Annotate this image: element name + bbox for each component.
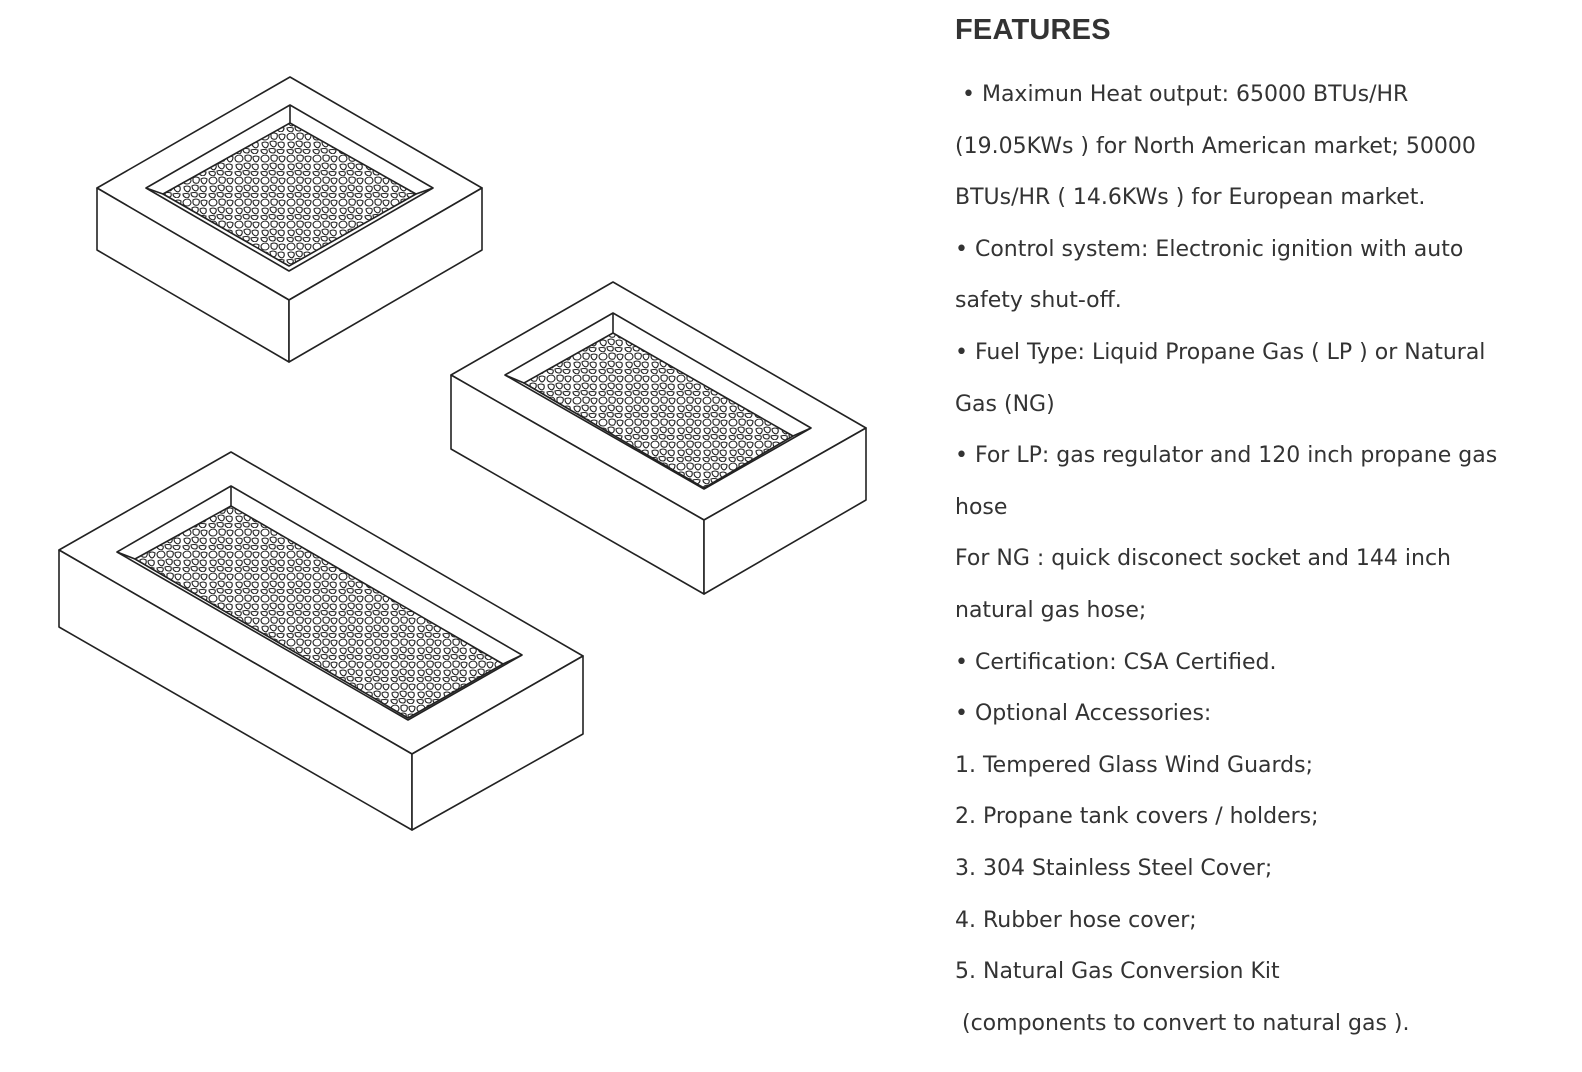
feature-line: (19.05KWs ) for North American market; 5…	[955, 133, 1476, 159]
feature-line: (components to convert to natural gas ).	[955, 1010, 1410, 1036]
feature-line: Gas (NG)	[955, 391, 1055, 417]
feature-line: • Control system: Electronic ignition wi…	[955, 236, 1464, 262]
feature-line: 3. 304 Stainless Steel Cover;	[955, 855, 1273, 881]
feature-line: 2. Propane tank covers / holders;	[955, 804, 1319, 830]
features-title: FEATURES	[955, 14, 1111, 46]
feature-line: • Maximun Heat output: 65000 BTUs/HR	[955, 82, 1409, 107]
feature-line: • Certification: CSA Certified.	[955, 649, 1277, 675]
feature-line: • For LP: gas regulator and 120 inch pro…	[955, 443, 1498, 469]
feature-line: safety shut-off.	[955, 288, 1122, 314]
feature-line: • Optional Accessories:	[955, 701, 1212, 727]
square-fire-pit	[96, 76, 483, 363]
rectangular-fire-pit	[450, 281, 867, 595]
feature-line: 4. Rubber hose cover;	[955, 907, 1197, 933]
feature-line: For NG : quick disconect socket and 144 …	[955, 546, 1451, 572]
feature-line: BTUs/HR ( 14.6KWs ) for European market.	[955, 185, 1426, 211]
long-linear-fire-pit	[58, 451, 584, 831]
features-panel: FEATURES • Maximun Heat output: 65000 BT…	[955, 0, 1555, 1036]
feature-line: hose	[955, 494, 1008, 520]
feature-line: 1. Tempered Glass Wind Guards;	[955, 752, 1314, 778]
fire-pits-illustration	[58, 76, 867, 831]
feature-list: • Maximun Heat output: 65000 BTUs/HR (19…	[955, 69, 1555, 1049]
feature-line: 5. Natural Gas Conversion Kit	[955, 959, 1280, 985]
feature-line: • Fuel Type: Liquid Propane Gas ( LP ) o…	[955, 339, 1486, 365]
feature-line: natural gas hose;	[955, 597, 1147, 623]
